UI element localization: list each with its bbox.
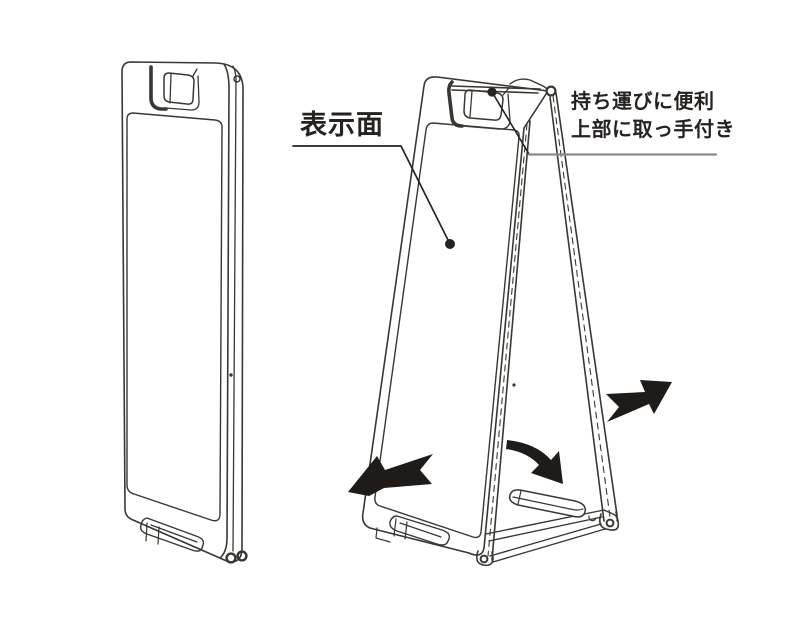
folded-top-hinge-cap: [233, 75, 241, 83]
label-handle-note-line1: 持ち運びに便利: [571, 89, 715, 113]
open-arrow-left: [348, 454, 433, 496]
open-display-face: [374, 122, 520, 539]
panel-edge-dot: [512, 383, 516, 387]
folded-side-dot: [229, 373, 233, 377]
folded-body-outline: [121, 61, 244, 563]
label-handle-note-line2: 上部に取っ手付き: [571, 117, 735, 141]
leader-line-handle-diagonal: [491, 91, 530, 155]
folded-display-face: [126, 112, 223, 522]
folded-bottom-slot: [139, 517, 205, 552]
open-arrow-right: [606, 380, 672, 422]
lock-crossbar: [508, 489, 587, 518]
open-sign-figure: [361, 76, 620, 567]
callout-dot-handle: [487, 87, 497, 97]
label-handle-note: 持ち運びに便利 上部に取っ手付き: [571, 87, 735, 143]
folded-side-edge-front: [220, 63, 230, 558]
front-foot: [476, 550, 494, 567]
folded-sign-figure: [121, 61, 248, 564]
folded-side-edge-mid: [232, 65, 237, 552]
callout-dot-display: [445, 239, 455, 249]
rear-leg: [549, 92, 620, 531]
motion-arrows: [348, 380, 672, 496]
front-panel-outline: [361, 76, 549, 556]
fold-rotate-arrow: [506, 440, 563, 484]
pivot-hinge: [545, 85, 557, 97]
rear-foot: [599, 511, 620, 531]
folded-foot-ring-left: [225, 552, 237, 564]
folded-handle-recess: [149, 65, 200, 111]
callouts: [292, 87, 718, 249]
folded-foot-ring-right: [236, 550, 248, 562]
leader-line-display: [292, 145, 451, 245]
open-bottom-slot: [375, 515, 451, 546]
label-display-surface: 表示面: [300, 110, 384, 141]
base-platform: [485, 509, 618, 563]
front-panel-side-edge: [476, 120, 531, 567]
rear-foot-ring: [605, 518, 615, 528]
front-foot-ring: [479, 554, 489, 564]
